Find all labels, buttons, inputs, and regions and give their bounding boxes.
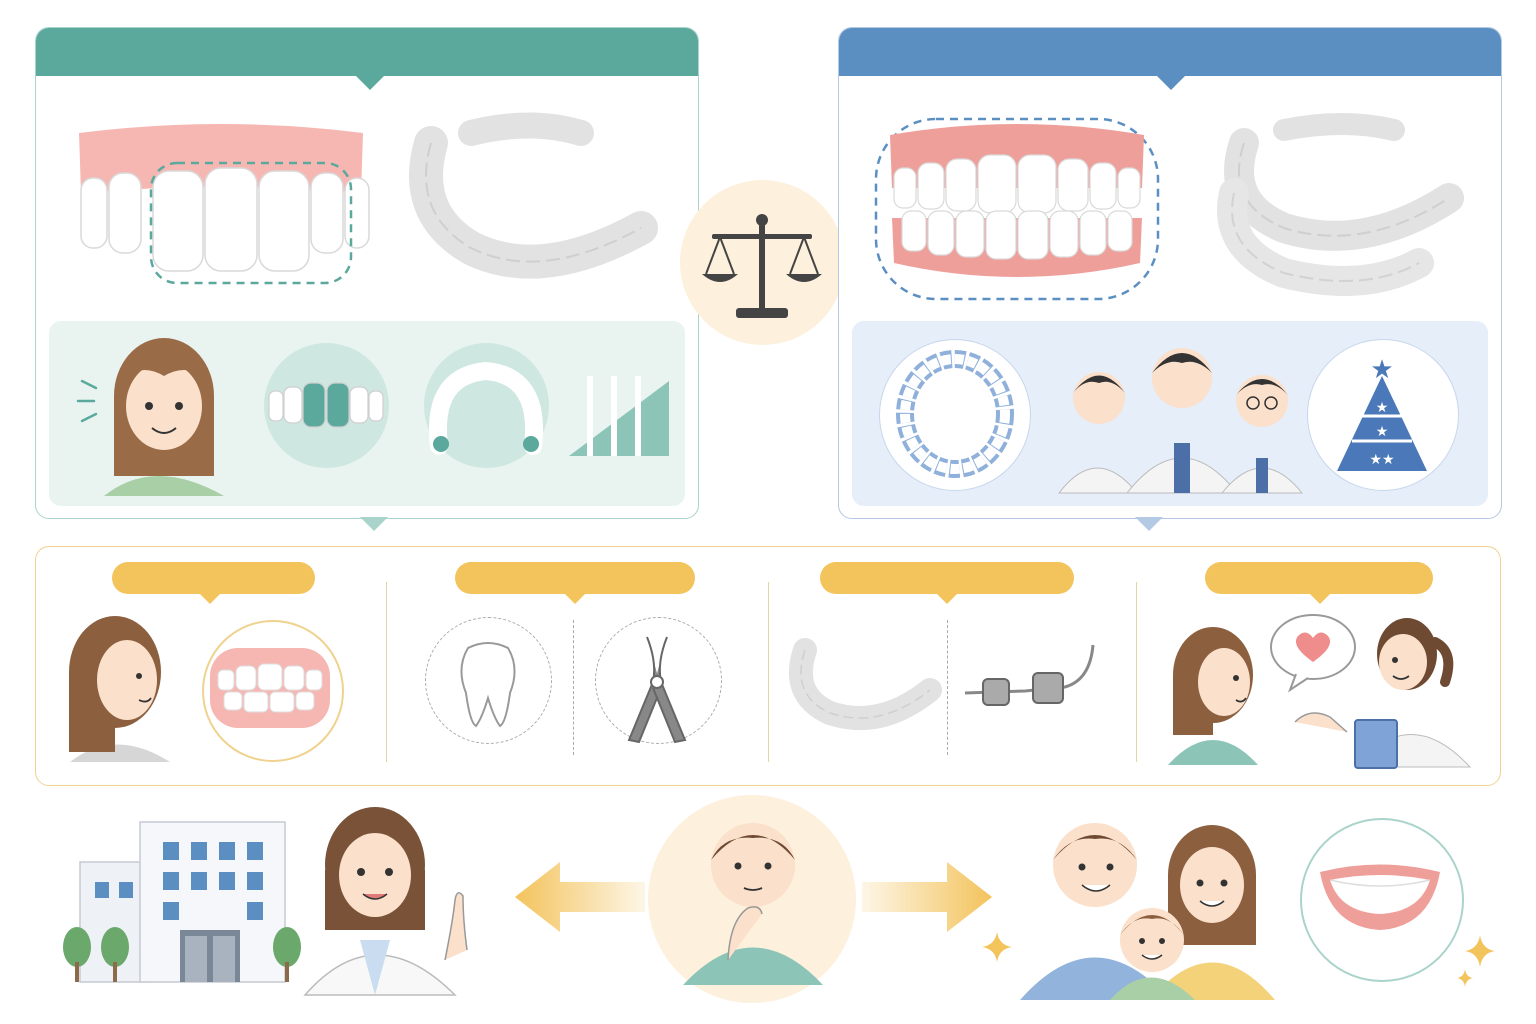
right-panel-header	[839, 28, 1501, 76]
right-benefits-subpanel: ★ ★ ★ ★★	[852, 321, 1488, 506]
strip-divider-2	[768, 582, 769, 762]
svg-text:★: ★	[1376, 400, 1389, 416]
tooth-icon	[460, 642, 516, 728]
left-header-notch	[356, 76, 384, 90]
signal-bars-icon	[569, 376, 669, 456]
sparkle-icon	[982, 932, 1012, 962]
patient-profile-illustration	[1168, 627, 1258, 765]
forceps-icon	[627, 636, 687, 744]
family-illustration	[1020, 823, 1275, 1000]
pyramid-stars-icon: ★ ★ ★ ★★	[1337, 355, 1427, 471]
female-dentist-illustration	[303, 807, 468, 996]
right-treatment-panel: ★ ★ ★ ★★	[838, 27, 1502, 519]
braces-icon	[964, 644, 1095, 706]
sparkle-icon-small	[1457, 935, 1495, 987]
strip-divider-1	[386, 582, 387, 762]
aligner-braces-dashed-divider	[947, 620, 948, 755]
svg-text:★: ★	[1376, 424, 1389, 440]
final-smile-icon	[1320, 864, 1440, 930]
left-panel-bottom-notch	[360, 517, 388, 531]
pill-notch-4	[1310, 594, 1330, 604]
comparison-pill-1	[112, 562, 315, 594]
thinking-man-illustration	[683, 823, 823, 985]
strip-divider-3	[1136, 582, 1137, 762]
double-aligner-icon	[1217, 113, 1464, 296]
doctor-team-illustration	[1057, 348, 1304, 494]
svg-text:★: ★	[1370, 355, 1393, 385]
tooth-forceps-dashed-divider	[573, 620, 574, 755]
comparison-pill-4	[1205, 562, 1433, 594]
heart-icon	[1295, 632, 1331, 662]
partial-teeth-icon	[268, 382, 384, 428]
dental-arch-icon	[429, 361, 543, 455]
full-teeth-illustration	[874, 117, 1160, 301]
woman-avatar	[76, 338, 224, 496]
right-header-notch	[1157, 76, 1185, 90]
smile-teeth-icon	[210, 648, 330, 728]
full-arch-icon	[896, 350, 1014, 478]
clinic-building-illustration	[63, 821, 301, 983]
left-treatment-panel	[35, 27, 699, 519]
left-panel-header	[36, 28, 698, 76]
dental-staff-illustration	[1294, 618, 1472, 769]
speech-bubble-heart	[1270, 614, 1356, 693]
arrow-left-icon	[515, 862, 645, 932]
front-teeth-illustration	[79, 124, 370, 285]
right-panel-bottom-notch	[1135, 517, 1163, 531]
arrow-right-icon	[862, 862, 992, 932]
comparison-pill-3	[820, 562, 1074, 594]
small-aligner-icon	[788, 638, 942, 731]
forceps-circle	[595, 617, 722, 744]
woman-profile-illustration	[69, 616, 170, 762]
pill-notch-3	[937, 594, 957, 604]
clear-aligner-icon	[409, 112, 658, 279]
tooth-circle	[425, 617, 552, 744]
scale-icon	[702, 214, 822, 318]
pill-notch-2	[565, 594, 585, 604]
comparison-pill-2	[455, 562, 695, 594]
left-benefits-subpanel	[49, 321, 685, 506]
svg-text:★★: ★★	[1369, 452, 1394, 468]
pill-notch-1	[200, 594, 220, 604]
